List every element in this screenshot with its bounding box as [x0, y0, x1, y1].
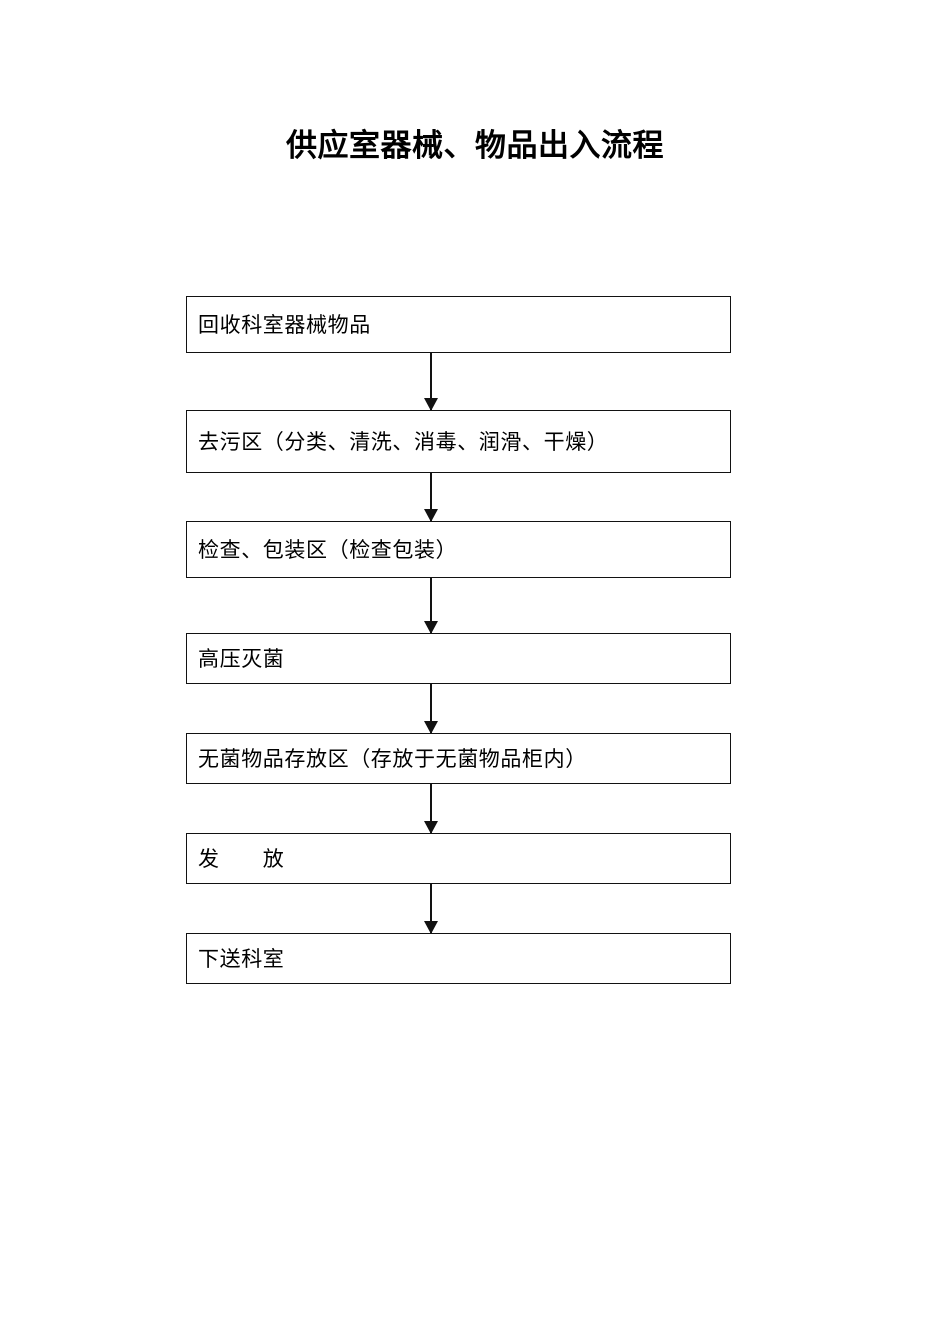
flow-node-storage[interactable]: 无菌物品存放区（存放于无菌物品柜内）	[186, 733, 731, 784]
flow-connector-5	[424, 784, 438, 834]
flow-node-recycle[interactable]: 回收科室器械物品	[186, 296, 731, 353]
down-arrow-icon	[424, 921, 438, 934]
flow-node-inspect[interactable]: 检查、包装区（检查包装）	[186, 521, 731, 578]
connector-line	[430, 784, 432, 833]
flow-node-label: 发 放	[198, 846, 285, 871]
flow-connector-6	[424, 884, 438, 934]
connector-line	[430, 473, 432, 521]
flow-node-label: 无菌物品存放区（存放于无菌物品柜内）	[198, 746, 587, 771]
flow-node-issue[interactable]: 发 放	[186, 833, 731, 884]
flow-node-label: 检查、包装区（检查包装）	[198, 537, 458, 562]
flow-node-label: 回收科室器械物品	[198, 312, 371, 337]
flow-node-label: 下送科室	[198, 946, 285, 971]
flow-node-deliver[interactable]: 下送科室	[186, 933, 731, 984]
flow-connector-3	[424, 578, 438, 634]
connector-line	[430, 884, 432, 933]
down-arrow-icon	[424, 821, 438, 834]
connector-line	[430, 578, 432, 633]
down-arrow-icon	[424, 398, 438, 411]
flow-node-label: 去污区（分类、清洗、消毒、润滑、干燥）	[198, 429, 609, 454]
flow-node-decontam[interactable]: 去污区（分类、清洗、消毒、润滑、干燥）	[186, 410, 731, 473]
connector-line	[430, 684, 432, 733]
down-arrow-icon	[424, 721, 438, 734]
down-arrow-icon	[424, 621, 438, 634]
down-arrow-icon	[424, 509, 438, 522]
flow-node-sterilize[interactable]: 高压灭菌	[186, 633, 731, 684]
connector-line	[430, 353, 432, 410]
flow-node-label: 高压灭菌	[198, 646, 285, 671]
flow-connector-4	[424, 684, 438, 734]
flow-connector-1	[424, 353, 438, 411]
page-title: 供应室器械、物品出入流程	[286, 128, 664, 164]
flow-connector-2	[424, 473, 438, 522]
